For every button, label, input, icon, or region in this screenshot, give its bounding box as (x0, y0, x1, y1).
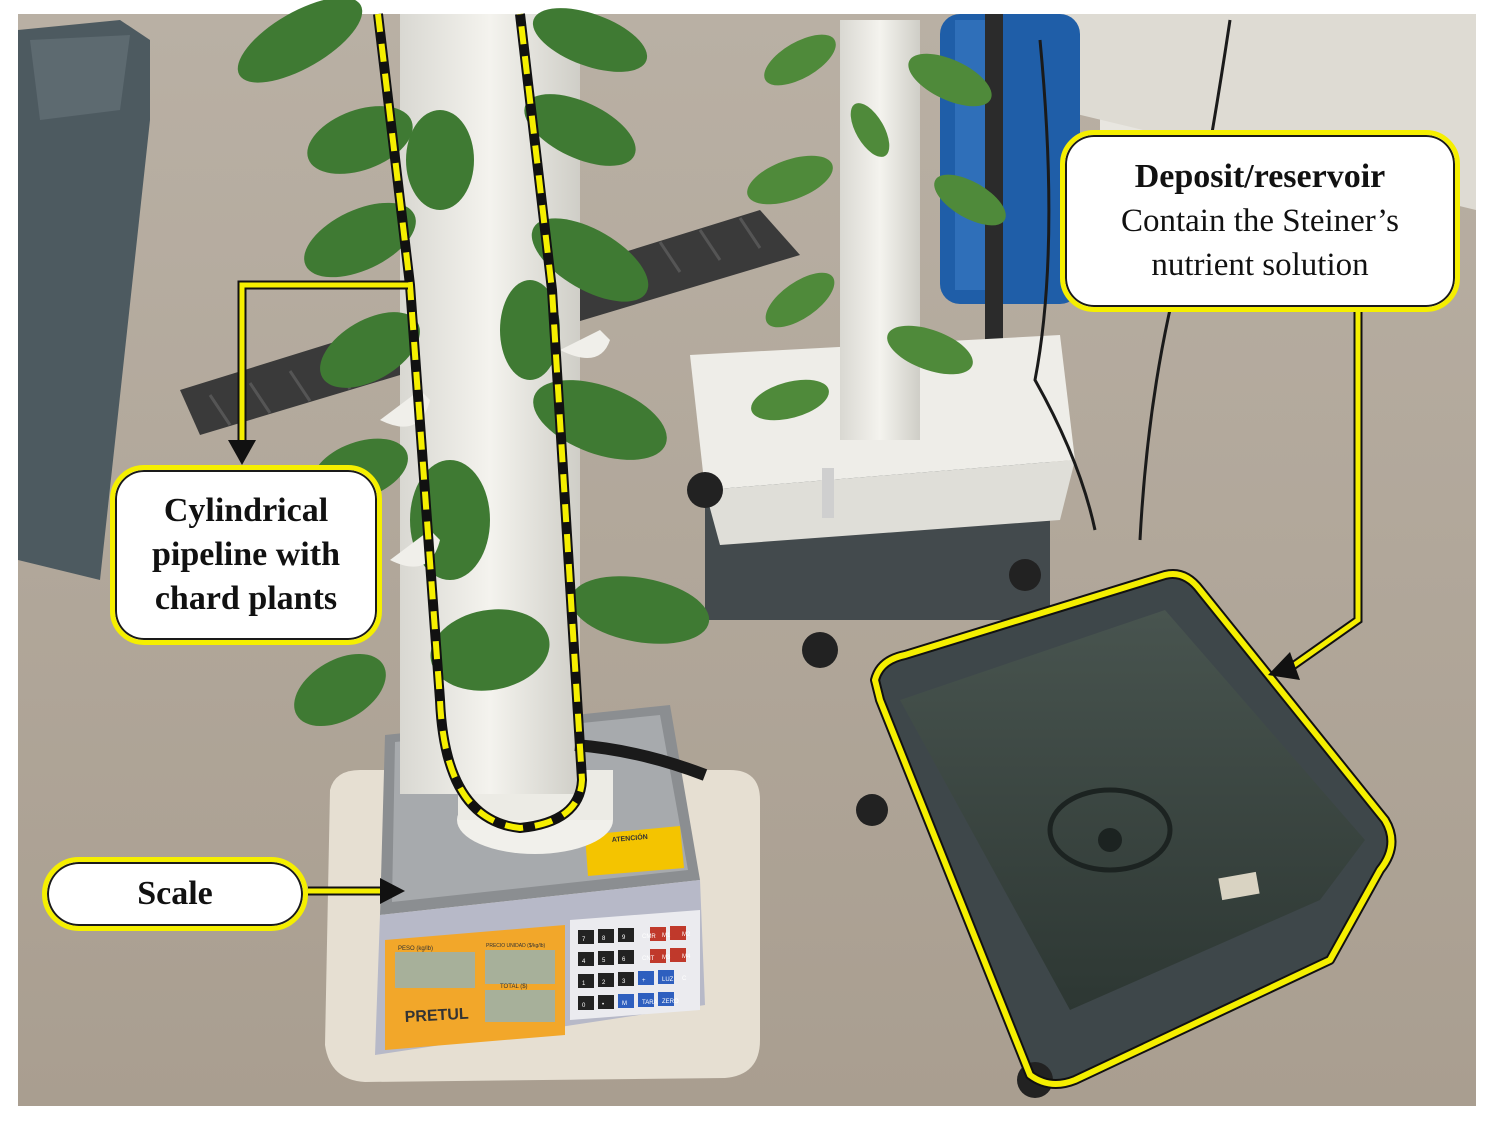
keypad-key-16: LUZ (662, 977, 674, 983)
callout-reservoir: Deposit/reservoir Contain the Steiner’s … (1060, 130, 1460, 312)
keypad-key-6: 4 (582, 959, 586, 965)
keypad-key-14: 3 (622, 979, 626, 985)
main-tower (237, 0, 710, 854)
callout-reservoir-line-2: nutrient solution (1151, 247, 1369, 283)
scale-display-total-label: TOTAL ($) (500, 984, 528, 990)
keypad-key-5: M2 (682, 932, 691, 938)
keypad-key-15: + (642, 978, 646, 984)
callout-pipeline: Cylindrical pipeline with chard plants (110, 465, 382, 645)
scale-display-price-label: PRECIO UNIDAD ($/kg/lb) (486, 943, 546, 949)
arrow-scale (308, 878, 405, 904)
callout-pipeline-line-2: pipeline with (152, 536, 340, 573)
callout-reservoir-line-1: Contain the Steiner’s (1120, 203, 1400, 239)
callout-pipeline-line-3: chard plants (154, 580, 338, 617)
keypad-key-1: 8 (602, 936, 606, 942)
keypad-key-9: CNT (642, 956, 655, 962)
keypad-key-7: 5 (602, 958, 606, 964)
arrow-pipeline (228, 280, 408, 465)
keypad-key-0: 7 (582, 937, 586, 943)
scale-warning-sticker: ATENCIÓN (611, 832, 648, 844)
scale-brand: PRETUL (404, 1006, 469, 1026)
callout-scale-label: Scale (137, 875, 213, 912)
keypad-key-20: M (622, 1001, 627, 1007)
keypad-key-13: 2 (602, 980, 606, 986)
keypad-key-12: 1 (582, 981, 586, 987)
keypad-key-3: CMR (642, 934, 656, 940)
reservoir-bin (856, 569, 1397, 1098)
keypad-key-19: • (602, 1002, 604, 1008)
keypad-key-21: TARA (642, 1000, 658, 1006)
arrow-reservoir (1268, 312, 1363, 680)
keypad-key-22: ZERO (662, 999, 679, 1005)
keypad-key-17: C (682, 976, 687, 982)
keypad-key-8: 6 (622, 957, 626, 963)
callout-reservoir-title: Deposit/reservoir (1134, 158, 1386, 195)
second-tower-unit (687, 20, 1075, 668)
gray-bin (18, 20, 150, 580)
scale-display-weight-label: PESO (kg/lb) (398, 946, 433, 952)
keypad-key-4: M1 (662, 933, 671, 939)
keypad-key-11: M4 (682, 954, 691, 960)
callout-scale: Scale (42, 857, 308, 931)
keypad-key-10: M3 (662, 955, 671, 961)
keypad-key-18: 0 (582, 1003, 586, 1009)
keypad-key-2: 9 (622, 935, 626, 941)
callout-pipeline-line-1: Cylindrical (163, 492, 329, 529)
